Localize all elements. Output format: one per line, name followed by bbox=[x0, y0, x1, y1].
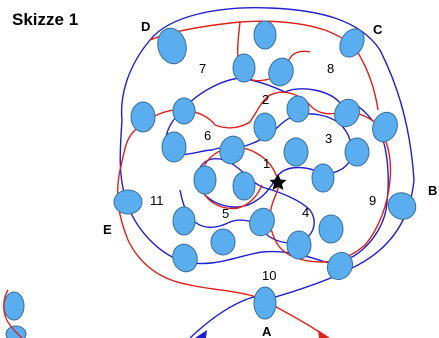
arrowhead-icon bbox=[195, 330, 207, 338]
region-label-8: 8 bbox=[327, 61, 334, 76]
sketch-title: Skizze 1 bbox=[12, 10, 79, 29]
region-label-10: 10 bbox=[262, 268, 276, 283]
crossing-blob bbox=[286, 230, 312, 260]
region-label-1: 1 bbox=[263, 156, 270, 171]
crossing-blob bbox=[286, 95, 310, 123]
arrowhead-icon bbox=[318, 330, 330, 338]
region-label-9: 9 bbox=[369, 193, 376, 208]
crossing-blob bbox=[387, 192, 417, 220]
region-label-5: 5 bbox=[222, 206, 229, 221]
crossing-blob bbox=[344, 137, 370, 167]
crossing-blob bbox=[172, 243, 198, 273]
region-label-3: 3 bbox=[325, 131, 332, 146]
crossing-blob bbox=[326, 251, 354, 281]
crossing-blob bbox=[113, 189, 143, 215]
star-icon bbox=[269, 174, 287, 190]
crossing-blob bbox=[253, 286, 277, 320]
crossing-blob bbox=[334, 98, 360, 128]
crossing-blob bbox=[318, 214, 344, 244]
point-label-d: D bbox=[141, 19, 150, 34]
crossing-blob bbox=[3, 291, 25, 321]
crossing-blob bbox=[161, 131, 187, 163]
crossing-blobs bbox=[3, 20, 417, 338]
region-label-2: 2 bbox=[262, 92, 269, 107]
crossing-blob bbox=[283, 137, 309, 167]
region-label-7: 7 bbox=[199, 61, 206, 76]
region-label-11: 11 bbox=[150, 193, 164, 208]
crossing-blob bbox=[193, 165, 217, 195]
crossing-blob bbox=[157, 27, 187, 65]
point-label-b: B bbox=[428, 183, 437, 198]
crossing-blob bbox=[311, 163, 335, 193]
crossing-blob bbox=[172, 206, 196, 236]
red-path-fragment bbox=[3, 289, 23, 338]
crossing-blob bbox=[172, 97, 196, 125]
crossing-blob bbox=[339, 28, 365, 58]
crossing-blob bbox=[249, 207, 275, 237]
region-label-4: 4 bbox=[302, 205, 309, 220]
crossing-blob bbox=[130, 101, 156, 133]
crossing-blob bbox=[253, 20, 277, 50]
crossing-blob bbox=[232, 53, 256, 83]
crossing-blob bbox=[219, 135, 245, 165]
crossing-blob bbox=[268, 57, 294, 87]
crossing-blob bbox=[210, 228, 236, 256]
crossing-blob bbox=[372, 111, 398, 143]
point-label-e: E bbox=[103, 222, 112, 237]
region-label-6: 6 bbox=[204, 128, 211, 143]
crossing-blob bbox=[253, 112, 277, 142]
point-label-c: C bbox=[373, 22, 383, 37]
point-label-a: A bbox=[262, 324, 272, 338]
crossing-blob bbox=[232, 171, 256, 201]
